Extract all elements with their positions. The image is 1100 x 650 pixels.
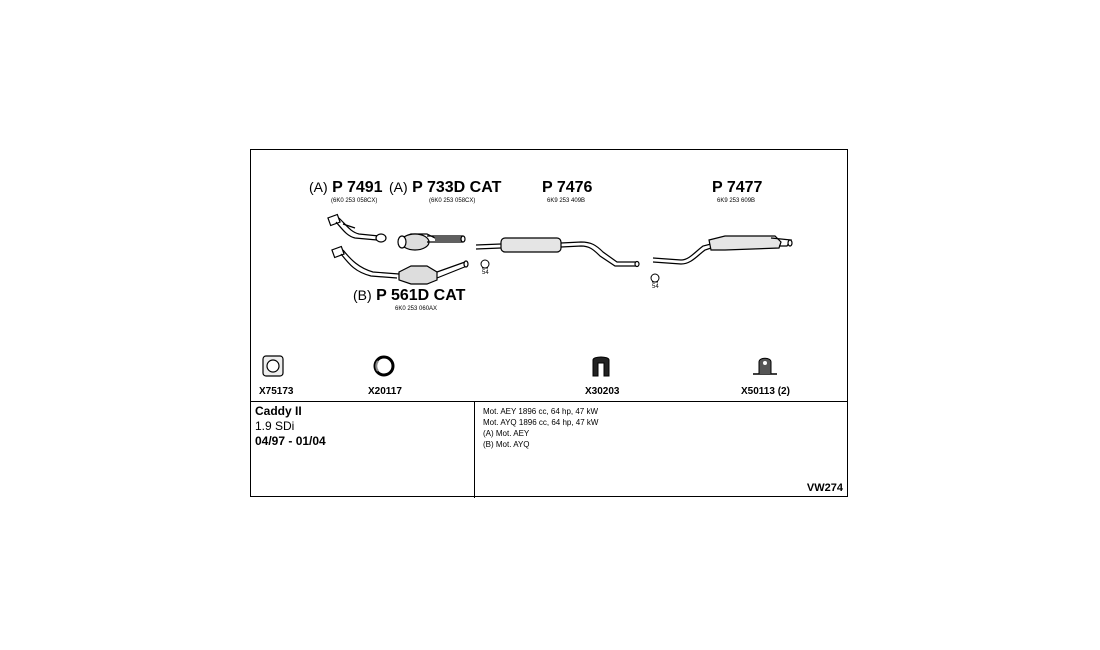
clamp-tag-right: 54 xyxy=(652,284,659,290)
vehicle-engine: 1.9 SDi xyxy=(255,419,295,433)
part-code-p7476: 6K9 253 409B xyxy=(547,198,586,204)
part-code-p733d: (6K0 253 058CX) xyxy=(429,198,476,204)
catalyst-b-drawing xyxy=(331,245,469,285)
part-label-p7491: (A) P 7491 xyxy=(309,179,383,196)
accessory-code-x30203: X30203 xyxy=(585,386,620,397)
accessory-code-x50113: X50113 (2) xyxy=(741,386,790,397)
hanger-icon xyxy=(753,357,777,375)
part-code-p7477: 6K9 253 609B xyxy=(717,198,756,204)
exhaust-drawing xyxy=(327,213,793,285)
clamp-tag-left: 54 xyxy=(482,270,489,276)
clamp-right-drawing xyxy=(650,273,660,283)
diagram-reference: VW274 xyxy=(806,482,843,494)
part-label-p7476: P 7476 xyxy=(542,179,593,196)
part-label-p733d: (A) P 733D CAT xyxy=(389,179,502,196)
rubber-mount-icon xyxy=(592,356,610,377)
front-pipe-a-drawing xyxy=(327,213,387,243)
vehicle-info: Caddy II 1.9 SDi 04/97 - 01/04 xyxy=(251,402,475,498)
gasket-icon xyxy=(262,355,284,377)
accessory-code-x20117: X20117 xyxy=(368,386,402,397)
clamp-left-drawing xyxy=(480,259,490,269)
note-line: (B) Mot. AYQ xyxy=(483,440,530,449)
engine-notes: Mot. AEY 1896 cc, 64 hp, 47 kW Mot. AYQ … xyxy=(483,406,833,450)
ring-icon xyxy=(373,355,395,377)
note-line: Mot. AEY 1896 cc, 64 hp, 47 kW xyxy=(483,407,599,416)
info-panel: Caddy II 1.9 SDi 04/97 - 01/04 Mot. AEY … xyxy=(251,401,847,498)
note-line: (A) Mot. AEY xyxy=(483,429,530,438)
exhaust-diagram-sheet: (A) P 7491 (6K0 253 058CX) (A) P 733D CA… xyxy=(250,149,848,498)
catalyst-a-drawing xyxy=(397,233,466,251)
note-line: Mot. AYQ 1896 cc, 64 hp, 47 kW xyxy=(483,418,599,427)
part-code-p561d: 6K0 253 060AX xyxy=(395,306,438,312)
part-code-p7491: (6K0 253 058CX) xyxy=(331,198,378,204)
accessory-code-x75173: X75173 xyxy=(259,386,294,397)
middle-silencer-drawing xyxy=(475,237,640,268)
part-label-p7477: P 7477 xyxy=(712,179,763,196)
vehicle-years: 04/97 - 01/04 xyxy=(255,434,326,448)
rear-silencer-drawing xyxy=(652,235,793,265)
part-label-p561d: (B) P 561D CAT xyxy=(353,287,466,304)
vehicle-model: Caddy II xyxy=(255,404,302,418)
